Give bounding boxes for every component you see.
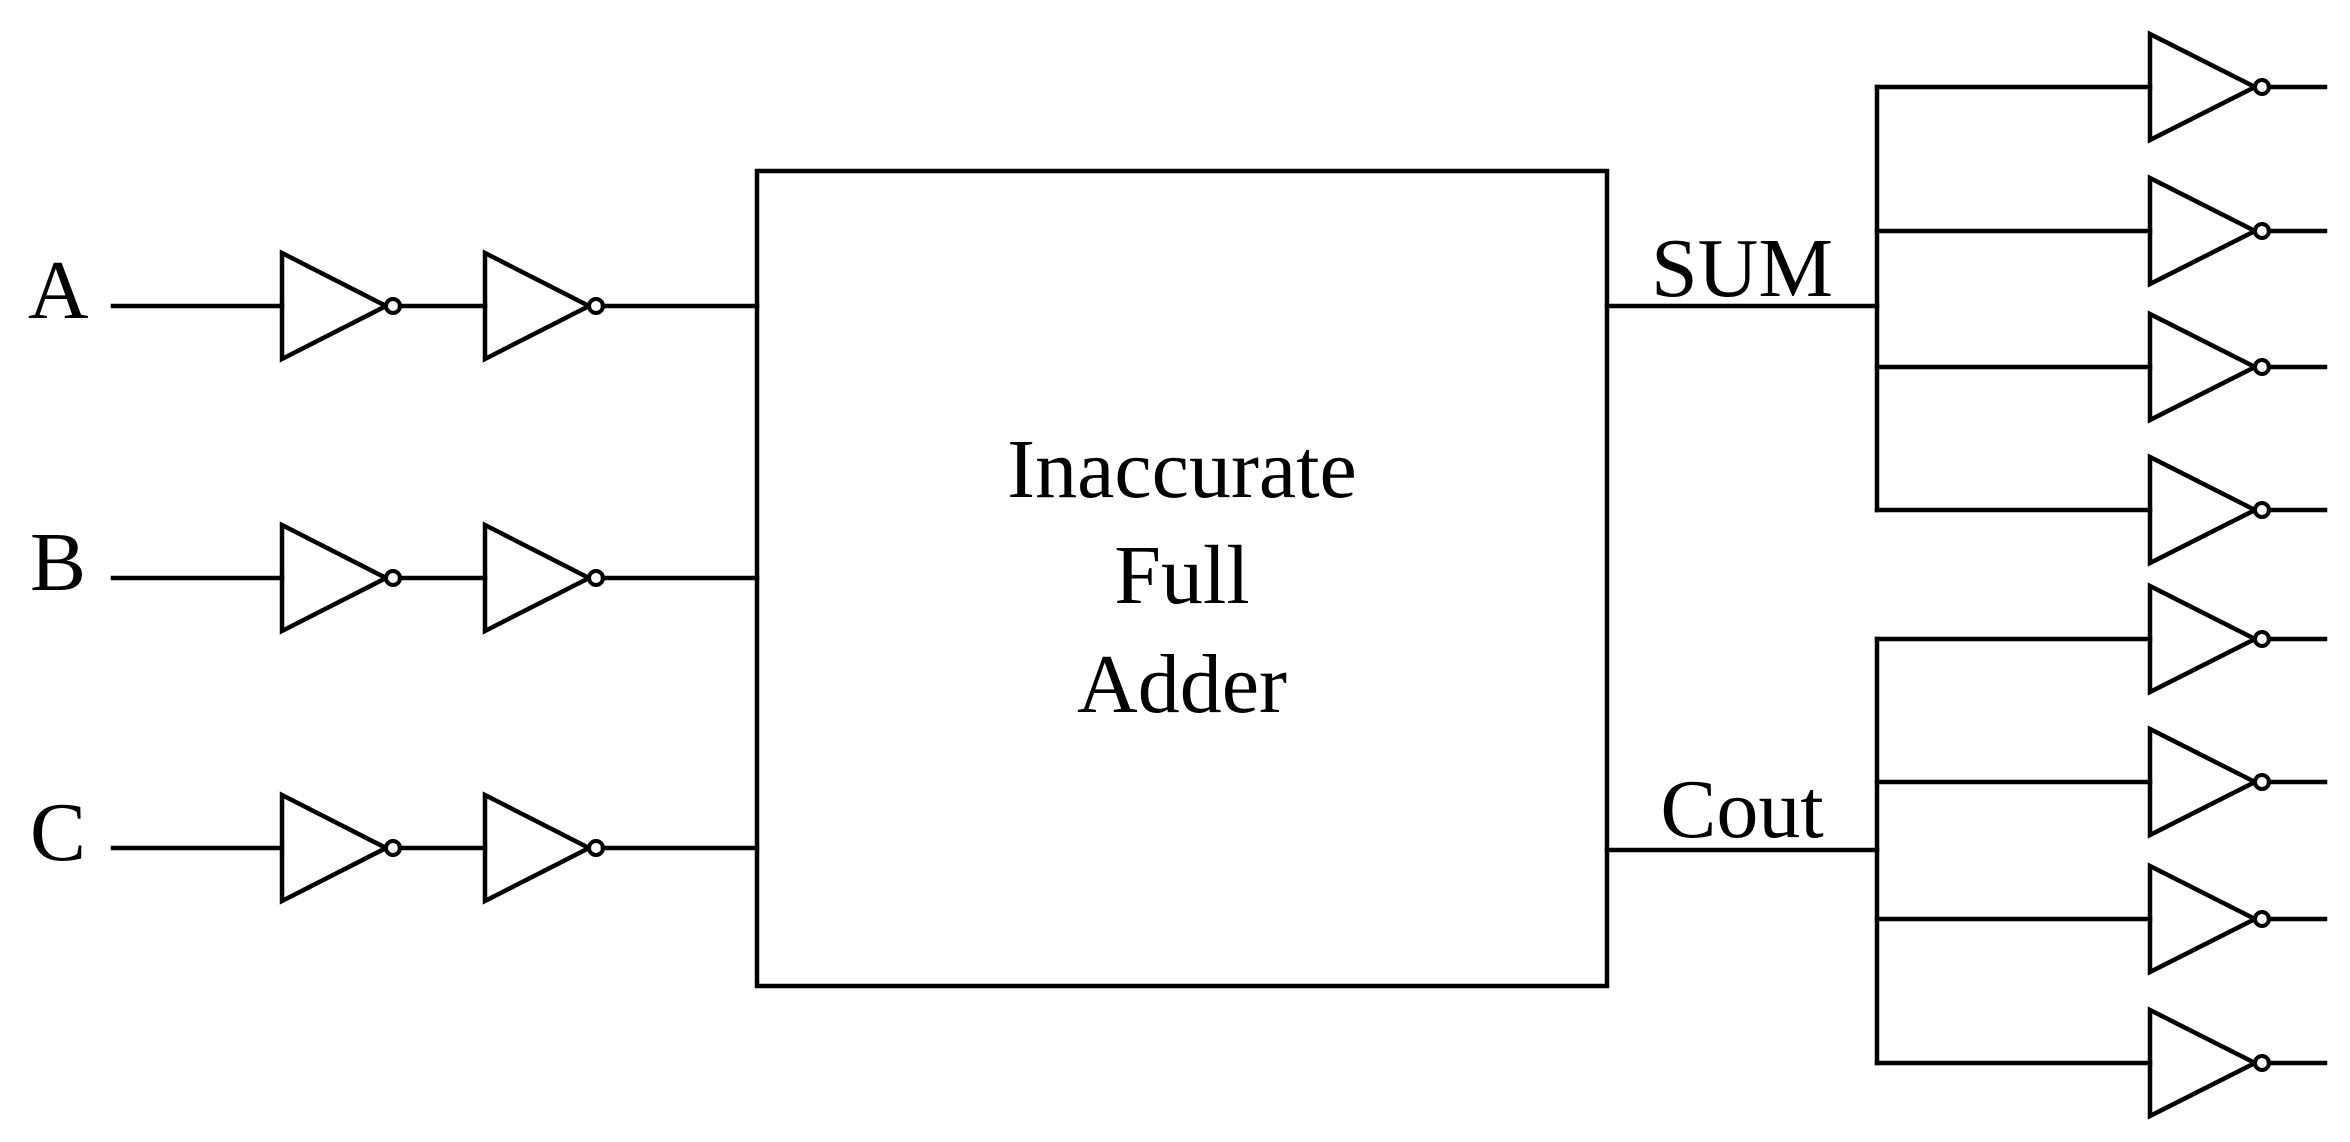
block-label-line-1: Inaccurate	[1007, 423, 1357, 516]
inverter-b-1	[279, 521, 391, 635]
input-label-a: A	[28, 244, 89, 337]
output-label-cout: Cout	[1660, 763, 1823, 856]
sum-fanout-inverter-2	[2147, 174, 2260, 288]
output-sum: SUM	[1604, 30, 2328, 567]
cout-fanout-group	[1874, 582, 2328, 1120]
full-adder-box	[754, 168, 1610, 989]
cout-fanout-inverter-2	[2147, 725, 2260, 839]
full-adder-block: Inaccurate Full Adder	[754, 168, 1610, 989]
sum-fanout-inverter-4	[2147, 453, 2260, 567]
block-label-line-3: Adder	[1077, 638, 1287, 731]
inverter-c-1	[279, 791, 391, 905]
inverter-b-2	[482, 521, 594, 635]
output-cout: Cout	[1604, 582, 2328, 1120]
sum-fanout-inverter-3	[2147, 310, 2260, 424]
cout-fanout-inverter-3	[2147, 862, 2260, 976]
cout-fanout-inverter-1	[2147, 582, 2260, 696]
input-c: C	[30, 786, 760, 905]
output-label-sum: SUM	[1651, 222, 1833, 315]
input-label-c: C	[30, 786, 86, 879]
sum-fanout-inverter-1	[2147, 30, 2260, 144]
input-label-b: B	[30, 516, 86, 609]
input-a: A	[28, 244, 760, 363]
inverter-a-1	[279, 249, 391, 363]
sum-fanout-group	[1874, 30, 2328, 567]
inverter-a-2	[482, 249, 594, 363]
cout-fanout-inverter-4	[2147, 1006, 2260, 1120]
block-label-line-2: Full	[1114, 529, 1249, 622]
input-b: B	[30, 516, 760, 635]
inverter-c-2	[482, 791, 594, 905]
